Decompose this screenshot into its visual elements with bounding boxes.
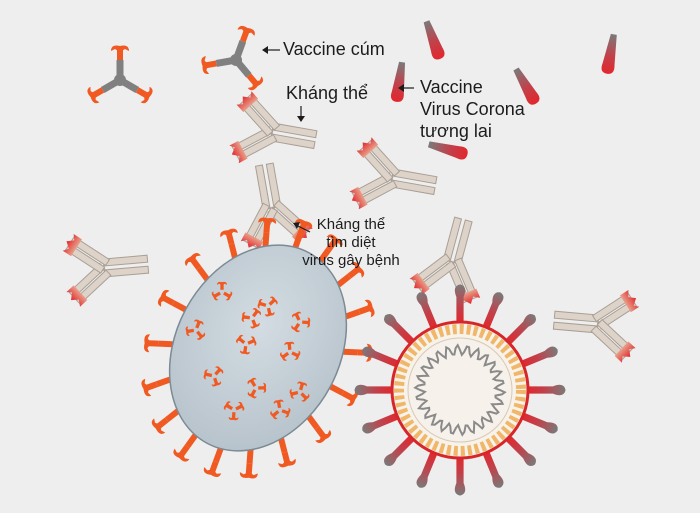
flu-spike: [345, 298, 376, 321]
killer-antibody-label-line3: virus gây bệnh: [302, 252, 400, 269]
corona-vaccine-label: Vaccine Virus Corona tương lai: [420, 76, 525, 142]
flu-spike: [219, 227, 241, 259]
corona-spike: [454, 456, 466, 496]
killer-antibody-label: Kháng thể tìm diệt virus gây bệnh: [296, 216, 406, 270]
killer-antibody-label-line2: tìm diệt: [326, 234, 376, 251]
corona-vaccine-icon: [600, 33, 621, 75]
corona-spike: [526, 384, 566, 396]
flu-vaccine-icon: [86, 46, 155, 105]
corona-virus-icon: [354, 284, 566, 496]
flu-spike: [171, 433, 198, 464]
flu-spike: [275, 437, 297, 469]
flu-spike: [202, 447, 225, 479]
corona-vaccine-label-line2: Virus Corona: [420, 99, 525, 119]
antibody-label: Kháng thể: [286, 83, 369, 103]
killer-antibody-label-line1: Kháng thể: [316, 216, 386, 233]
flu-spike: [257, 217, 277, 247]
corona-vaccine-icon: [420, 19, 447, 62]
flu-spike: [140, 375, 171, 398]
flu-spike: [156, 288, 187, 313]
corona-vaccine-label-line1: Vaccine: [420, 77, 483, 97]
antibody-icon: [59, 226, 152, 310]
flu-vaccine-label: Vaccine cúm: [283, 39, 385, 59]
antibody-icon: [550, 282, 643, 366]
antibody-icon: [344, 133, 443, 224]
flu-virus-icon: [140, 217, 376, 479]
flu-spike: [143, 334, 173, 353]
flu-spike: [239, 449, 259, 479]
flu-spike: [318, 232, 345, 263]
corona-vaccine-icon: [390, 61, 409, 103]
flu-spike: [343, 343, 373, 362]
flu-spike: [329, 383, 360, 408]
flu-spike: [149, 408, 180, 436]
corona-spike: [454, 284, 466, 324]
flu-spike: [183, 251, 210, 282]
flu-spike: [291, 217, 314, 249]
flu-spike: [336, 260, 367, 288]
label-arrows: [262, 46, 414, 233]
corona-spike: [354, 384, 394, 396]
corona-vaccine-label-line3: tương lai: [420, 121, 492, 141]
flu-spike: [306, 414, 333, 445]
flu-vaccine-icon: [195, 16, 280, 95]
